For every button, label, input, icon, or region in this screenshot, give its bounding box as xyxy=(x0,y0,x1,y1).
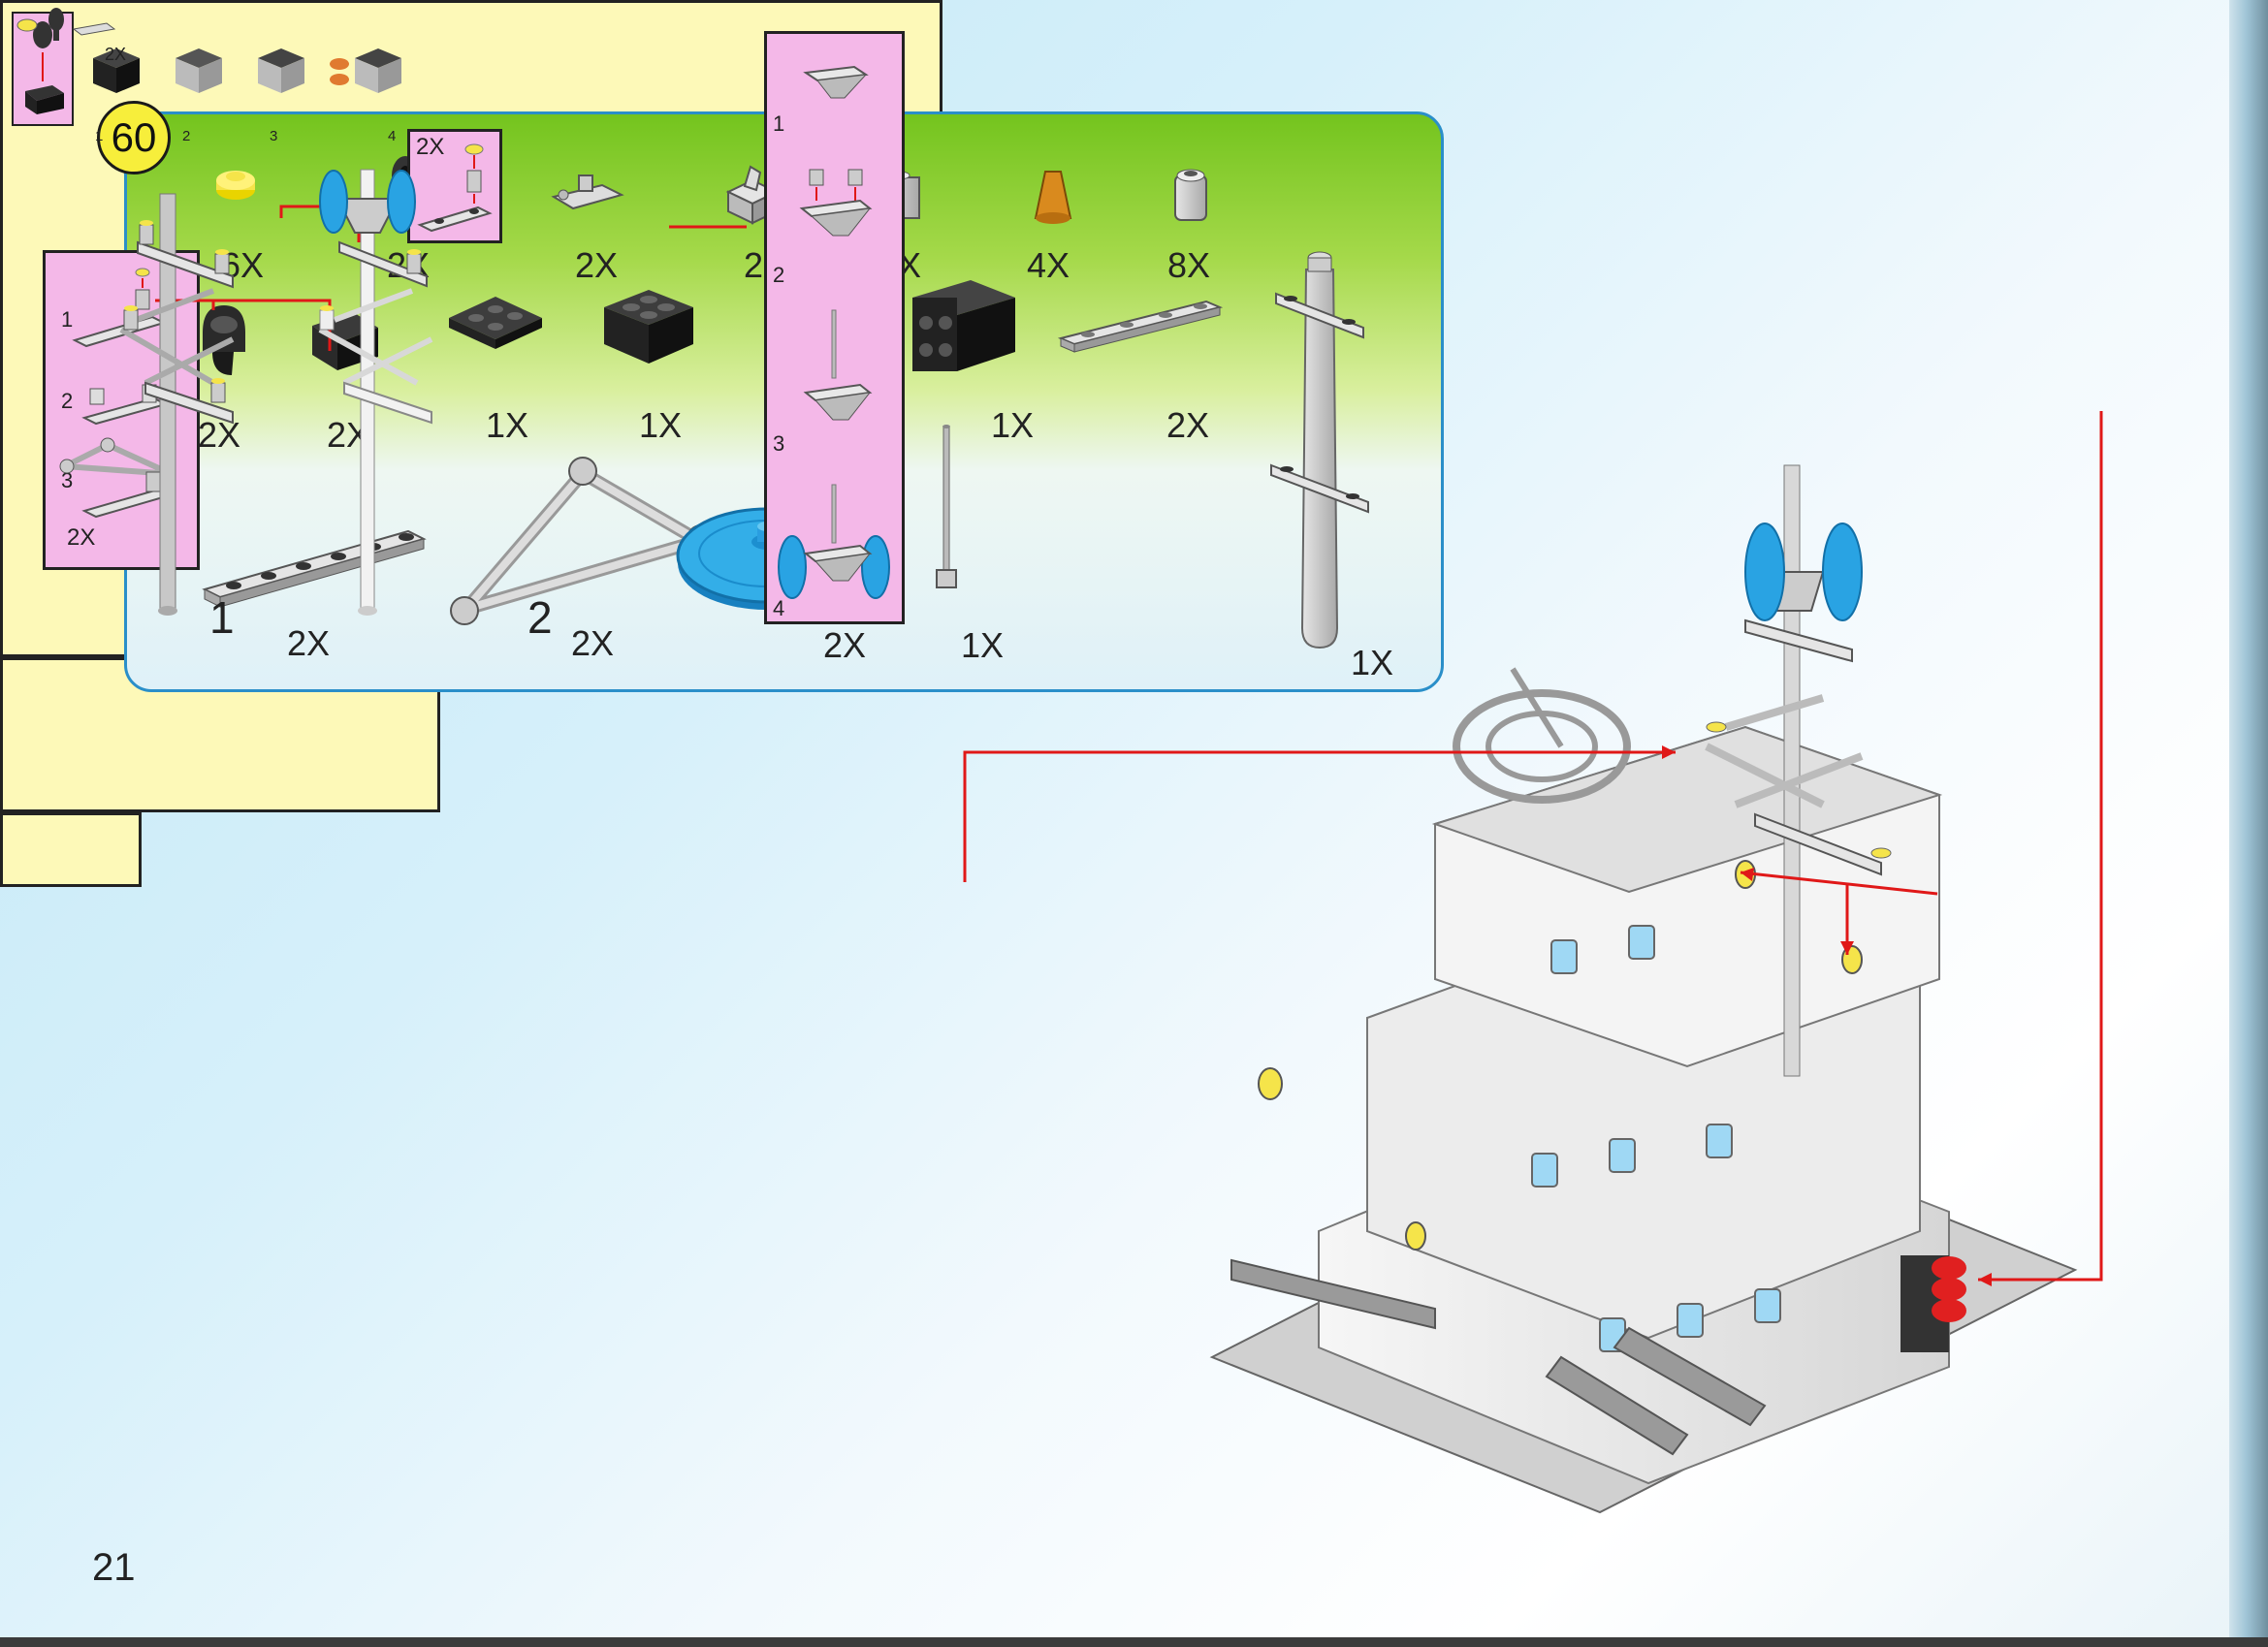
grey-round-brick-icon xyxy=(1174,169,1207,221)
grey-round-brick-icon xyxy=(466,170,482,193)
callout-step: 3 xyxy=(773,431,785,456)
black-brick-icon xyxy=(93,48,140,93)
right-callout-illustration xyxy=(778,65,890,599)
callout-step: 3 xyxy=(61,468,74,492)
black-tile-icon xyxy=(25,85,64,101)
part-count: 2X xyxy=(575,245,619,285)
part-count: 1X xyxy=(639,405,683,445)
rocket-brick-icon xyxy=(330,48,401,93)
blue-dish-icon xyxy=(1822,523,1863,621)
grey-plate-1x4-icon xyxy=(1057,300,1224,353)
callout-step: 4 xyxy=(388,128,397,144)
black-plate-2x3-icon xyxy=(449,297,542,349)
radar-dish-icon xyxy=(1453,667,1631,804)
mast-assembly xyxy=(1705,464,1892,1077)
sub-callout-box: 2X xyxy=(407,129,502,243)
part-count: 2X xyxy=(287,623,331,663)
blue-dish-icon xyxy=(1744,523,1785,621)
part-count: 2X xyxy=(1166,405,1210,445)
callout-step: 3 xyxy=(270,128,278,144)
yellow-round-plate-icon xyxy=(216,171,255,200)
sub-step-number: 1 xyxy=(209,592,235,643)
mast-step-2 xyxy=(318,169,433,616)
model-callout-side: 2X xyxy=(0,8,142,887)
callout-step: 2 xyxy=(773,263,785,287)
part-count: 1X xyxy=(1351,643,1394,682)
black-lamp-holder-icon xyxy=(33,21,52,48)
part-count: 4X xyxy=(1027,245,1070,285)
blue-dish-icon xyxy=(778,535,807,599)
part-count: 8X xyxy=(1167,245,1211,285)
grey-clip-plate-icon xyxy=(72,22,116,36)
ship-tower-model xyxy=(1209,464,2078,1514)
callout-parts xyxy=(417,143,493,233)
callout-swap-box xyxy=(12,12,74,126)
callout-step: 1 xyxy=(95,128,104,144)
callout-step: 2 xyxy=(182,128,191,144)
callout-count: 2X xyxy=(105,45,127,64)
part-count: 2X xyxy=(571,623,615,663)
grey-antenna-long-icon xyxy=(1270,251,1369,649)
grey-brick-icon xyxy=(176,48,222,93)
part-count: 1X xyxy=(486,405,529,445)
blue-dish-icon xyxy=(387,170,416,234)
step-number-badge: 60 xyxy=(97,101,171,174)
grey-inverted-slope-icon xyxy=(803,65,869,99)
grey-antenna-small-icon xyxy=(936,425,957,588)
black-brick-2x2-icon xyxy=(604,290,693,364)
callout-count: 2X xyxy=(67,524,96,551)
yellow-plate-icon xyxy=(464,143,484,155)
grey-brick-icon xyxy=(258,48,304,93)
part-count: 2X xyxy=(823,625,867,665)
part-count: 1X xyxy=(991,405,1035,445)
black-mudguard-icon xyxy=(203,305,245,375)
book-page-edge xyxy=(2229,0,2268,1647)
left-callout-illustration xyxy=(59,268,174,519)
callout-step: 1 xyxy=(61,307,74,332)
callout-side-illustration xyxy=(16,8,116,41)
blue-dish-icon xyxy=(319,170,348,234)
callout-step: 2 xyxy=(61,389,74,413)
part-count: 1X xyxy=(961,625,1005,665)
grey-plate-icon xyxy=(417,206,493,233)
callout-swap-illustration xyxy=(25,21,64,114)
grey-clip-plate-icon xyxy=(551,174,624,210)
callout-count: 2X xyxy=(416,134,445,160)
scan-bottom-edge xyxy=(0,1637,2268,1647)
sub-step-number: 2 xyxy=(527,592,553,643)
rocket-launcher-icon xyxy=(1901,1255,1966,1352)
page-number: 21 xyxy=(92,1546,136,1589)
callout-step: 1 xyxy=(773,111,785,136)
mast-step-1 xyxy=(119,193,235,616)
callout-step: 4 xyxy=(773,596,785,620)
grey-bar-frame-icon xyxy=(59,437,174,477)
callout-top-illustration xyxy=(93,48,401,93)
cannon-icon xyxy=(1230,1258,1767,1456)
orange-cone-icon xyxy=(1034,171,1072,224)
sub-assembly-panel: 2X 1 2 3 2X xyxy=(0,0,942,657)
mast-assemblies xyxy=(119,169,747,616)
right-steps-callout: 1 2 3 4 xyxy=(764,31,905,624)
yellow-plate-icon xyxy=(16,18,38,32)
black-bracket-brick-icon xyxy=(912,280,1015,371)
black-lamp-holder-icon xyxy=(48,8,64,31)
